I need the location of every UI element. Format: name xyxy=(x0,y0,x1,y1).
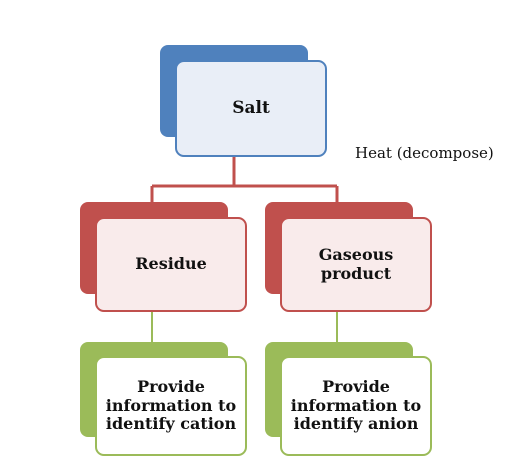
anion-label-line-3: identify anion xyxy=(293,414,419,434)
cation-info-node-box: Provide information to identify cation xyxy=(95,356,247,456)
cation-label-line-1: Provide xyxy=(137,377,205,397)
residue-label: Residue xyxy=(135,254,207,274)
residue-node-box: Residue xyxy=(95,217,247,312)
salt-label: Salt xyxy=(232,97,270,118)
gaseous-product-node-box: Gaseous product xyxy=(280,217,432,312)
cation-label-line-2: information to xyxy=(105,395,237,415)
anion-label-line-1: Provide xyxy=(322,377,390,397)
heat-decompose-label: Heat (decompose) xyxy=(355,144,494,162)
gaseous-label-line-2: product xyxy=(320,263,392,283)
anion-info-node-box: Provide information to identify anion xyxy=(280,356,432,456)
gaseous-label-line-1: Gaseous xyxy=(318,245,394,265)
salt-node-box: Salt xyxy=(175,60,327,157)
anion-label-line-2: information to xyxy=(290,395,422,415)
cation-label-line-3: identify cation xyxy=(105,414,237,434)
